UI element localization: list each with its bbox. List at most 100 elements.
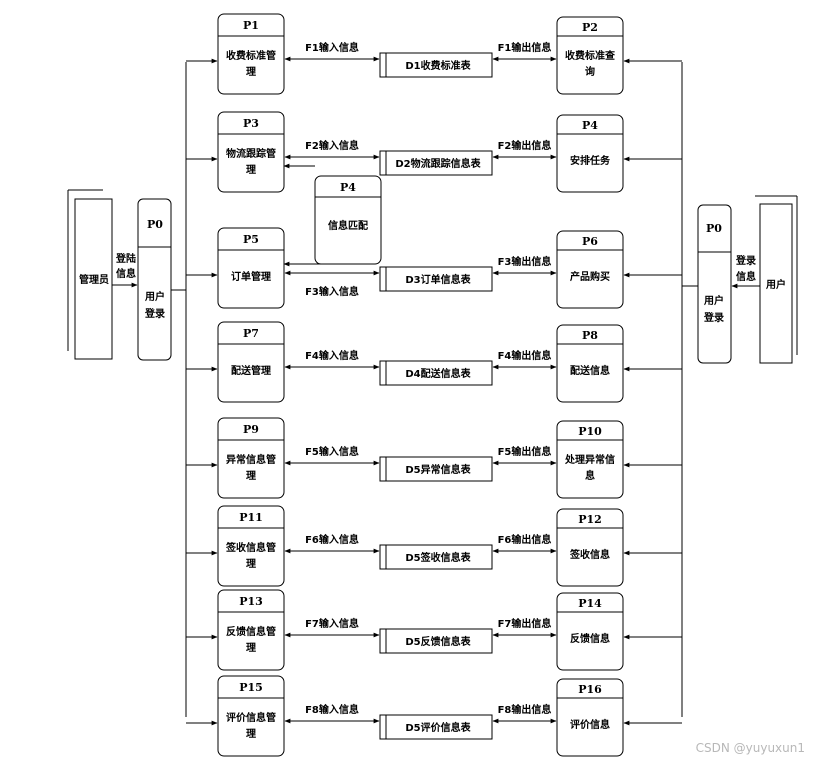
process-name: 处理异常信 [564,453,615,466]
output-flow: F6输出信息 [492,533,557,554]
admin-flow-label-1: 登陆 [115,252,136,265]
process-name: 异常信息管 [226,453,276,466]
data-store: D5评价信息表 [379,714,493,740]
p0-left-name-2: 登录 [144,307,165,320]
output-flow: F3输出信息 [492,255,557,276]
p4-match-name: 信息匹配 [328,219,368,232]
p0-right-name-2: 登录 [703,311,724,324]
process-name: 理 [246,558,256,570]
process-id: P11 [239,511,263,524]
process-name: 签收信息管 [225,541,276,554]
data-store: D5反馈信息表 [379,628,493,654]
input-flow: F2输入信息 [284,139,380,160]
watermark: CSDN @yuyuxun1 [695,741,805,755]
process-id: P4 [582,119,598,132]
data-store: D1收费标准表 [379,52,493,78]
data-store-label: D5异常信息表 [405,463,471,476]
process-name: 评价信息管 [226,711,276,724]
input-flow: F1输入信息 [284,41,380,62]
input-flow: F4输入信息 [284,349,380,370]
process-id: P6 [582,235,598,248]
process-id: P1 [243,19,259,32]
admin-login-flow: 登陆 信息 [112,252,138,288]
output-flow: F2输出信息 [492,139,557,160]
data-store: D4配送信息表 [379,360,493,386]
input-flow-label: F4输入信息 [305,349,359,362]
process-id: P8 [582,329,598,342]
process-p0-left: P0 用户 登录 [137,198,172,361]
left-trunk [171,62,187,717]
process-name: 理 [246,728,256,740]
process-id: P9 [243,423,259,436]
data-store: D2物流跟踪信息表 [379,150,493,176]
output-flow: F8输出信息 [492,703,557,724]
process-p4-info-match: P4 信息匹配 [283,163,382,267]
p4-match-id: P4 [340,181,356,194]
process-name: 收费标准查 [565,49,616,62]
right-trunk [681,62,698,717]
data-store-label: D3订单信息表 [405,273,471,286]
output-flow: F4输出信息 [492,349,557,370]
admin-entity-label: 管理员 [79,273,109,286]
input-flow: F8输入信息 [284,703,380,724]
process-name: 反馈信息 [570,632,610,645]
input-flow-label: F2输入信息 [305,139,359,152]
data-store-label: D5评价信息表 [405,721,471,734]
output-flow: F5输出信息 [492,445,557,466]
output-flow: F1输出信息 [492,41,557,62]
input-flow-label: F6输入信息 [305,533,359,546]
process-id: P13 [239,595,263,608]
process-id: P2 [582,21,598,34]
output-flow-label: F2输出信息 [498,139,552,152]
output-flow: F7输出信息 [492,617,557,638]
input-flow: F3输入信息 [284,270,380,298]
process-id: P3 [243,117,259,130]
data-store-label: D2物流跟踪信息表 [395,157,481,170]
admin-entity: 管理员 [67,189,113,360]
process-id: P5 [243,233,259,246]
output-flow-label: F1输出信息 [498,41,552,54]
process-name: 理 [246,164,256,176]
user-entity-label: 用户 [765,278,786,291]
process-id: P15 [239,681,263,694]
user-flow-label-1: 登录 [735,254,756,267]
output-flow-label: F6输出信息 [498,533,552,546]
process-name: 理 [246,470,256,482]
p0-left-id: P0 [147,218,163,231]
admin-flow-label-2: 信息 [116,267,136,280]
process-name: 物流跟踪管 [226,147,276,160]
input-flow-label: F7输入信息 [305,617,359,630]
user-entity: 用户 [755,195,798,364]
input-flow-label: F3输入信息 [305,285,359,298]
process-name: 理 [246,66,256,78]
data-store: D5签收信息表 [379,544,493,570]
process-name: 评价信息 [570,718,610,731]
process-name: 收费标准管 [226,49,276,62]
output-flow-label: F5输出信息 [498,445,552,458]
output-flow-label: F4输出信息 [498,349,552,362]
data-store: D5异常信息表 [379,456,493,482]
input-flow: F7输入信息 [284,617,380,638]
user-flow-label-2: 信息 [736,270,756,283]
output-flow-label: F8输出信息 [498,703,552,716]
input-flow-label: F1输入信息 [305,41,359,54]
data-store-label: D5签收信息表 [405,551,471,564]
